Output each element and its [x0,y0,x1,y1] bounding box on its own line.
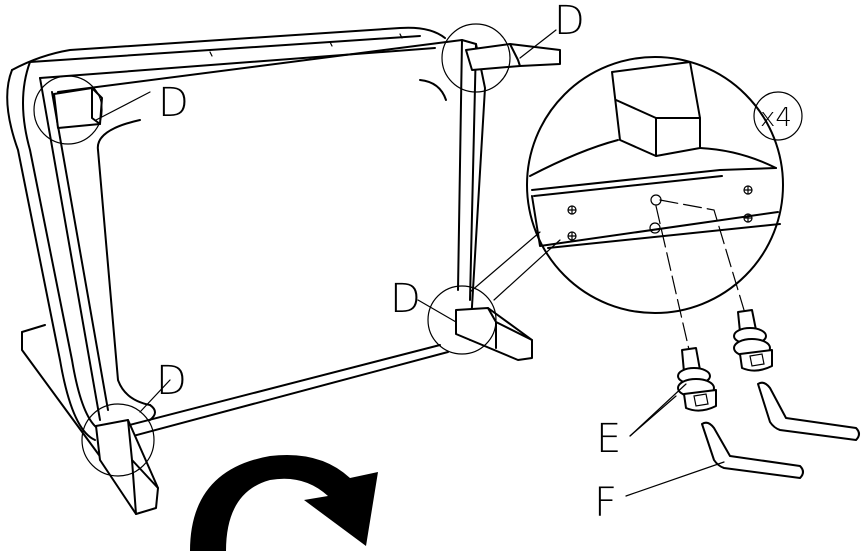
label-e: E [596,416,621,462]
corner-foot-bottom-right [427,285,533,361]
bolt-e-left [655,205,717,412]
magnified-detail [526,56,784,314]
curved-arrow-rotate-icon [190,454,378,551]
label-d-top-right: D [554,0,585,44]
leader-lines [95,29,561,413]
bolt-e-right [659,199,773,372]
part-leaders [625,383,725,497]
label-f: F [594,480,617,526]
screw-hole-markers [567,185,753,241]
highlight-circle-bottom-right [427,285,497,355]
detail-circle [526,56,784,314]
corner-foot-bottom-left [81,403,159,515]
label-d-bottom-right: D [390,276,421,322]
quantity-badge: x4 [753,91,803,141]
allen-key-right [757,381,860,441]
highlight-circle-bottom-left [81,403,155,477]
quantity-label: x4 [760,103,792,133]
highlight-circle-top-right [441,23,511,93]
corner-foot-top-left [33,75,103,145]
highlight-circle-top-left [33,75,103,145]
label-d-bottom-left: D [156,358,187,404]
label-d-top-left: D [158,80,189,126]
sofa-frame [6,26,486,471]
corner-foot-top-right [441,23,561,93]
